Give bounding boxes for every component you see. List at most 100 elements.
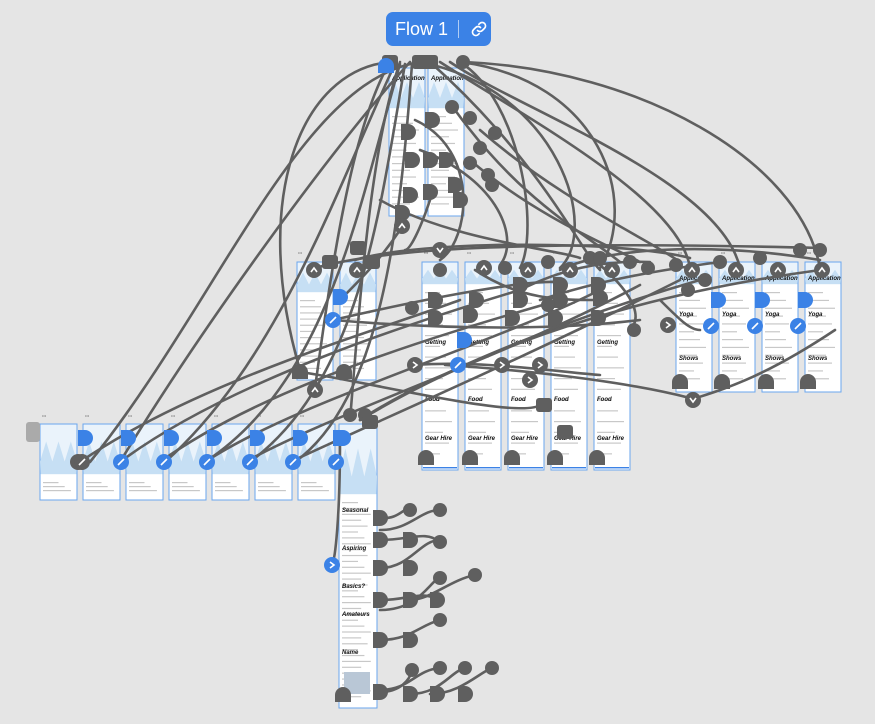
connection-end-dot[interactable]: [669, 258, 683, 272]
connection-start-node[interactable]: [403, 592, 418, 608]
collapsed-frame-tab[interactable]: [26, 422, 40, 442]
connection-start-node[interactable]: [755, 292, 770, 308]
connection-line[interactable]: [78, 298, 462, 464]
connection-start-node[interactable]: [333, 289, 348, 305]
connection-end-dot[interactable]: [488, 126, 502, 140]
connection-start-node[interactable]: [458, 686, 473, 702]
connection-end-dot[interactable]: [583, 251, 597, 265]
connection-box-node[interactable]: [350, 241, 366, 255]
connection-end-dot[interactable]: [473, 141, 487, 155]
connection-start-node[interactable]: [250, 430, 265, 446]
connection-start-node[interactable]: [548, 310, 563, 326]
connection-line[interactable]: [358, 268, 822, 422]
connection-start-node[interactable]: [425, 112, 440, 128]
connection-line[interactable]: [478, 128, 682, 264]
connection-start-node[interactable]: [333, 430, 348, 446]
connection-end-dot[interactable]: [463, 111, 477, 125]
connection-line[interactable]: [118, 60, 412, 464]
connection-anchor[interactable]: [547, 450, 563, 465]
chevron-up-icon[interactable]: [684, 262, 700, 278]
connection-start-node[interactable]: [457, 332, 472, 348]
connection-box-node[interactable]: [364, 255, 380, 269]
connection-end-dot[interactable]: [541, 255, 555, 269]
connection-end-dot[interactable]: [433, 263, 447, 277]
connection-end-dot[interactable]: [541, 298, 555, 312]
connection-line[interactable]: [413, 362, 602, 377]
connection-end-dot[interactable]: [405, 301, 419, 315]
connection-anchor[interactable]: [800, 374, 816, 389]
connection-start-node[interactable]: [453, 192, 468, 208]
chevron-up-icon[interactable]: [306, 262, 322, 278]
connection-start-node[interactable]: [430, 686, 445, 702]
connection-start-node[interactable]: [403, 187, 418, 203]
chevron-up-icon[interactable]: [604, 262, 620, 278]
connection-line[interactable]: [248, 62, 407, 464]
chevron-up-icon[interactable]: [814, 262, 830, 278]
connection-start-node[interactable]: [423, 184, 438, 200]
connection-start-node[interactable]: [403, 532, 418, 548]
connection-start-node[interactable]: [403, 560, 418, 576]
connection-end-dot[interactable]: [445, 100, 459, 114]
connection-line[interactable]: [473, 268, 602, 302]
connection-box-node[interactable]: [322, 255, 338, 269]
connection-start-node[interactable]: [430, 592, 445, 608]
connection-start-node[interactable]: [448, 177, 463, 193]
connection-anchor[interactable]: [335, 687, 351, 702]
chevron-right-icon[interactable]: [522, 372, 538, 388]
connection-anchor[interactable]: [504, 450, 520, 465]
connection-line[interactable]: [438, 60, 692, 270]
connection-line[interactable]: [243, 283, 642, 464]
connection-start-node[interactable]: [207, 430, 222, 446]
connection-line[interactable]: [288, 278, 682, 464]
connection-start-node[interactable]: [463, 307, 478, 323]
connection-line[interactable]: [163, 62, 397, 464]
chevron-down-icon[interactable]: [432, 242, 448, 258]
connection-line[interactable]: [658, 298, 702, 332]
connection-line[interactable]: [418, 60, 576, 270]
connection-end-dot[interactable]: [713, 255, 727, 269]
chevron-up-icon[interactable]: [728, 262, 744, 278]
chevron-up-icon[interactable]: [307, 382, 323, 398]
connection-end-dot[interactable]: [403, 503, 417, 517]
connection-end-dot[interactable]: [458, 661, 472, 675]
connection-start-node[interactable]: [373, 510, 388, 526]
connection-end-dot[interactable]: [793, 243, 807, 257]
connection-start-node[interactable]: [591, 277, 606, 293]
connection-start-node[interactable]: [798, 292, 813, 308]
chevron-up-icon[interactable]: [394, 218, 410, 234]
chevron-up-icon[interactable]: [562, 262, 578, 278]
connection-end-dot[interactable]: [681, 283, 695, 297]
chevron-up-icon[interactable]: [520, 262, 536, 278]
connection-start-node[interactable]: [373, 632, 388, 648]
connection-anchor[interactable]: [418, 450, 434, 465]
connection-start-node[interactable]: [121, 430, 136, 446]
chevron-right-icon[interactable]: [494, 357, 510, 373]
connection-anchor[interactable]: [672, 374, 688, 389]
connection-start-node[interactable]: [423, 152, 438, 168]
screen-frame[interactable]: [39, 423, 78, 501]
connection-end-dot[interactable]: [485, 661, 499, 675]
connection-line[interactable]: [331, 280, 562, 322]
connection-end-dot[interactable]: [593, 251, 607, 265]
chevron-right-icon[interactable]: [324, 557, 340, 573]
connection-start-node[interactable]: [553, 277, 568, 293]
connection-end-dot[interactable]: [343, 408, 357, 422]
connection-end-dot[interactable]: [627, 323, 641, 337]
connection-line[interactable]: [298, 370, 542, 410]
connection-line[interactable]: [463, 60, 822, 270]
connection-end-dot[interactable]: [433, 571, 447, 585]
connection-line[interactable]: [458, 60, 616, 270]
connection-anchor[interactable]: [462, 450, 478, 465]
link-icon[interactable]: [468, 18, 490, 40]
connection-start-node[interactable]: [405, 152, 420, 168]
connection-start-node[interactable]: [373, 592, 388, 608]
connection-start-node[interactable]: [401, 124, 416, 140]
connection-anchor[interactable]: [589, 450, 605, 465]
chevron-up-icon[interactable]: [770, 262, 786, 278]
connection-start-node[interactable]: [428, 310, 443, 326]
connection-start-node[interactable]: [593, 290, 608, 306]
connection-start-node[interactable]: [513, 292, 528, 308]
